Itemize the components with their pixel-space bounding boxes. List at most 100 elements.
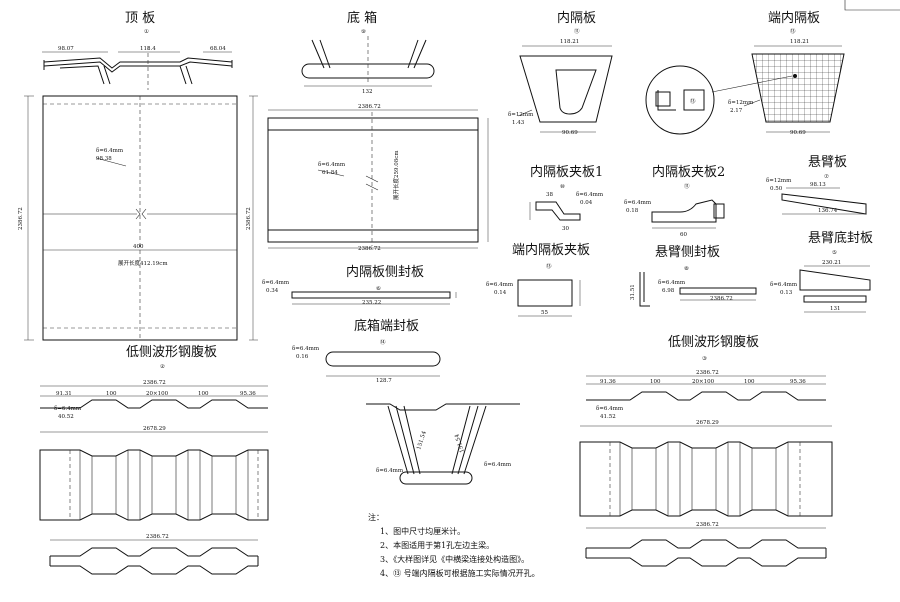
dim-webR-b: 100 xyxy=(650,379,661,385)
title-box-end-seal: 底箱端封板 xyxy=(354,318,419,334)
mark-bottom-box: ⑨ xyxy=(361,28,366,35)
dim-clamp2-60: 60 xyxy=(680,232,687,238)
top-plate-plan: 2386.72 2386.72 400 展开长度412.19cm δ=6.4mm… xyxy=(18,95,258,341)
dim-diaseal-len: 235.22 xyxy=(362,300,381,306)
dim-webL-c: 20×100 xyxy=(146,391,169,397)
dim-cant-98: 98.13 xyxy=(810,182,826,188)
mark-bottom-seal: ⑤ xyxy=(832,249,837,256)
sect-thk-right: δ=6.4mm xyxy=(484,462,512,468)
title-end-diaphragm: 端内隔板 xyxy=(768,10,820,26)
mark-diaphragm: ⑪ xyxy=(574,27,580,35)
notes-heading: 注： xyxy=(368,512,384,522)
mark-clamp1: ⑩ xyxy=(560,183,565,190)
diaseal-thk: δ=6.4mm xyxy=(262,280,290,286)
cant-v: 0.50 xyxy=(770,186,783,192)
dim-webR-len: 2386.72 xyxy=(696,370,719,376)
mark-end-diaphragm: ⑬ xyxy=(790,27,796,35)
dim-webR-full: 2678.29 xyxy=(696,420,719,426)
box-w: 61.84 xyxy=(322,170,338,176)
dim-top-98: 98.07 xyxy=(58,46,74,52)
mark-top-plate: ① xyxy=(144,28,149,35)
mark-diaphragm-side-seal: ⑥ xyxy=(376,285,381,292)
dim-webL-e: 95.36 xyxy=(240,391,256,397)
title-bottom-box: 底 箱 xyxy=(347,10,377,26)
dim-webR-e: 95.36 xyxy=(790,379,806,385)
top-w: 98.38 xyxy=(96,156,112,162)
detail-mark: ⑬ xyxy=(690,97,696,105)
clamp1-drawing: 38 30 δ=6.4mm 0.04 xyxy=(529,192,604,232)
boxend-v: 0.16 xyxy=(296,354,309,360)
dim-end-90: 90.69 xyxy=(790,130,806,136)
webR-v: 41.52 xyxy=(600,414,616,420)
end-thk: δ=12mm xyxy=(728,100,754,106)
clamp1-thk: δ=6.4mm xyxy=(576,192,604,198)
webL-thk: δ=6.4mm xyxy=(54,406,82,412)
svg-text:151.54: 151.54 xyxy=(416,430,428,451)
title-web-left: 低侧波形钢腹板 xyxy=(126,344,217,360)
webL-v: 40.52 xyxy=(58,414,74,420)
top-plate-section: 98.07 118.4 68.04 xyxy=(42,46,233,90)
box-unfold-note: 展开长度259.08cm xyxy=(392,150,400,200)
diaphragm-drawing: 118.21 90.69 δ=12mm 1.43 xyxy=(508,39,613,136)
side-seal-h: 31.51 xyxy=(630,284,636,300)
dim-top-400: 400 xyxy=(133,244,144,250)
note-3: 3、《大样图详见《中横梁连接处构造图》。 xyxy=(380,554,529,564)
dim-endclamp-55: 55 xyxy=(541,310,548,316)
dia-w: 1.43 xyxy=(512,120,525,126)
bottom-box-section: 132 xyxy=(301,36,435,95)
top-thk: δ=6.4mm xyxy=(96,148,124,154)
cant-thk: δ=12mm xyxy=(766,178,792,184)
clamp2-v: 0.18 xyxy=(626,208,639,214)
dim-webL-a: 91.31 xyxy=(56,391,72,397)
dim-webL-d: 100 xyxy=(198,391,209,397)
dim-webL-full: 2678.29 xyxy=(143,426,166,432)
title-clamp1: 内隔板夹板1 xyxy=(530,164,603,180)
mark-cantilever: ⑦ xyxy=(824,173,829,180)
mark-box-end-seal: ⑭ xyxy=(380,338,386,346)
dim-bottomseal-131: 131 xyxy=(830,306,841,312)
end-clamp-drawing: 55 δ=6.4mm 0.14 xyxy=(486,279,581,317)
mark-clamp2: ⑪ xyxy=(684,182,690,190)
title-diaphragm-side-seal: 内隔板侧封板 xyxy=(346,264,424,280)
title-end-clamp: 端内隔板夹板 xyxy=(512,242,590,258)
endclamp-v: 0.14 xyxy=(494,290,507,296)
dim-top-len-right: 2386.72 xyxy=(246,207,252,230)
dim-box-len-top: 2386.72 xyxy=(358,104,381,110)
box-thk: δ=6.4mm xyxy=(318,162,346,168)
note-1: 1、图中尺寸均厘米计。 xyxy=(380,526,465,536)
end-diaphragm-drawing: 118.21 90.69 δ=12mm 2.17 ⑬ xyxy=(645,39,845,136)
dim-sideseal-len: 2386.72 xyxy=(710,296,733,302)
clamp2-drawing: 60 δ=6.4mm 0.18 xyxy=(624,199,725,238)
sideseal-v: 6.98 xyxy=(662,288,675,294)
web-right-drawing: 2386.72 91.36 100 20×100 100 95.36 δ=6.4… xyxy=(579,370,833,567)
dim-top-len-left: 2386.72 xyxy=(18,207,24,230)
diaseal-v: 0.34 xyxy=(266,288,279,294)
sideseal-thk: δ=6.4mm xyxy=(658,280,686,286)
title-web-right: 低侧波形钢腹板 xyxy=(668,334,759,350)
dim-end-118: 118.21 xyxy=(790,39,809,45)
clamp1-v: 0.04 xyxy=(580,200,593,206)
bottomseal-v: 0.13 xyxy=(780,290,793,296)
dim-boxend-len: 128.7 xyxy=(376,378,392,384)
note-4: 4、⑬ 号端内隔板可根据施工实际情况开孔。 xyxy=(380,568,540,578)
cantilever-drawing: 98.13 136.74 δ=12mm 0.50 xyxy=(766,178,867,215)
dim-webL-b: 100 xyxy=(106,391,117,397)
dim-webR-d: 100 xyxy=(744,379,755,385)
sect-thk-left: δ=6.4mm xyxy=(376,468,404,474)
dim-box-len-bot: 2386.72 xyxy=(358,246,381,252)
dim-clamp1-30: 30 xyxy=(562,226,569,232)
dim-box-132: 132 xyxy=(362,89,373,95)
clamp2-thk: δ=6.4mm xyxy=(624,200,652,206)
side-seal-drawing: 31.51 2386.72 δ=6.4mm 6.98 xyxy=(630,272,757,307)
box-end-seal-drawing: 128.7 δ=6.4mm 0.16 xyxy=(292,346,441,384)
title-block-corner xyxy=(844,0,900,11)
mark-end-clamp: ⑬ xyxy=(546,262,552,270)
web-left-drawing: 2386.72 91.31 100 20×100 100 95.36 δ=6.4… xyxy=(39,380,269,575)
notes-block: 注： 1、图中尺寸均厘米计。 2、本图适用于第1孔左边主梁。 3、《大样图详见《… xyxy=(368,512,540,578)
dim-cant-136: 136.74 xyxy=(818,208,838,214)
title-side-seal: 悬臂侧封板 xyxy=(655,245,720,260)
dim-webL-len: 2386.72 xyxy=(143,380,166,386)
dim-clamp1-38: 38 xyxy=(546,192,553,198)
bottom-seal-drawing: 230.21 131 δ=6.4mm 0.13 xyxy=(770,260,871,313)
